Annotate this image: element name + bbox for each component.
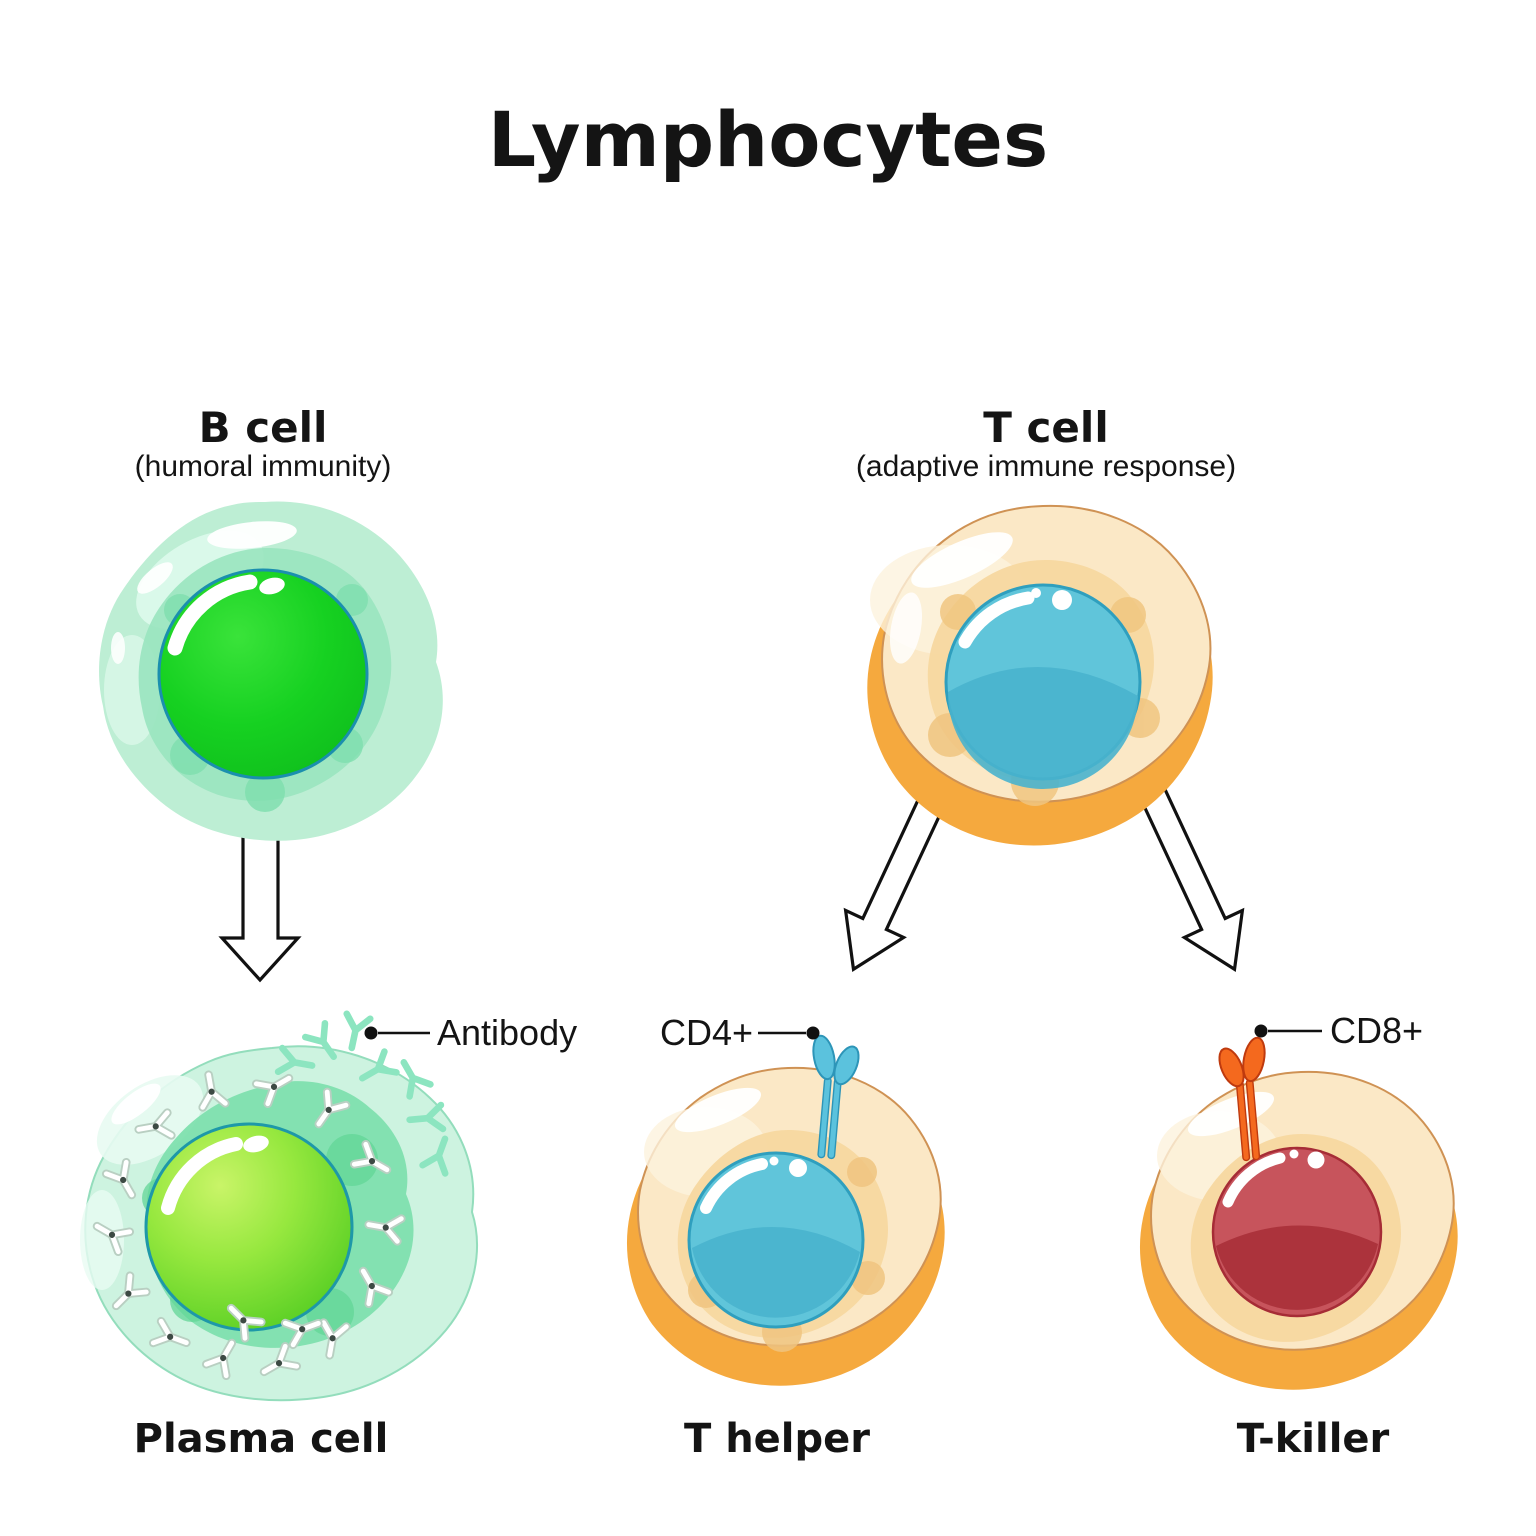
plasma-cell-label: Plasma cell: [133, 1416, 389, 1462]
b-cell-label: B cell: [198, 403, 328, 452]
diagram-title: Lymphocytes: [487, 95, 1049, 184]
t-cell-sublabel: (adaptive immune response): [855, 450, 1237, 483]
cd4-leader: [758, 1026, 820, 1040]
cd8-leader: [1254, 1024, 1322, 1038]
cd8-label: CD8+: [1330, 1010, 1424, 1051]
cd4-label: CD4+: [659, 1012, 753, 1053]
antibody-leader: [364, 1026, 430, 1040]
t-cell-illustration: [867, 504, 1213, 846]
plasma-cell-illustration: [80, 1014, 478, 1402]
plasma-cell-nucleus: [144, 1122, 354, 1332]
b-cell-sublabel: (humoral immunity): [134, 450, 392, 483]
arrow-b-to-plasma: [218, 820, 302, 983]
b-cell-illustration: [99, 501, 443, 841]
cd4-receptor: [812, 1034, 860, 1160]
t-cell-label: T cell: [983, 403, 1109, 452]
t-killer-illustration: [1139, 1036, 1458, 1390]
antibody-label: Antibody: [437, 1012, 578, 1053]
t-killer-label: T-killer: [1236, 1416, 1390, 1462]
cd8-receptor: [1218, 1036, 1266, 1162]
t-helper-label: T helper: [683, 1416, 870, 1462]
b-cell-nucleus: [157, 568, 369, 780]
t-helper-illustration: [626, 1034, 945, 1386]
